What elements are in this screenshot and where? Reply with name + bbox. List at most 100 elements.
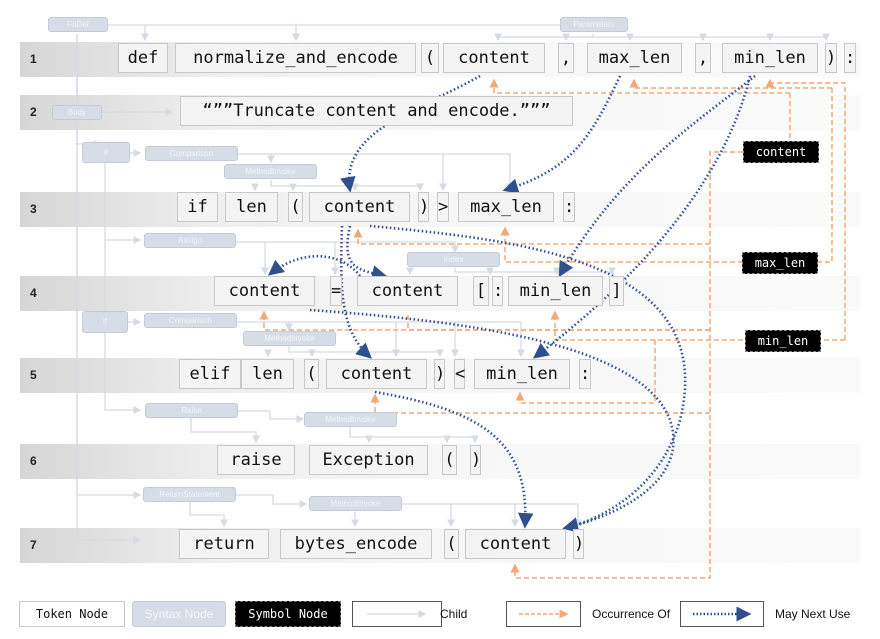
token-node[interactable]: < <box>454 359 465 389</box>
child-edge <box>107 16 594 26</box>
symbol-node-content[interactable]: content <box>743 141 819 163</box>
token-node[interactable]: ( <box>421 43 439 73</box>
child-edge <box>238 410 305 423</box>
token-node[interactable]: “””Truncate content and encode.””” <box>180 96 573 126</box>
occurrence-arrow-icon <box>519 609 569 619</box>
token-node[interactable]: ) <box>470 445 481 475</box>
token-node[interactable]: bytes_encode <box>280 529 432 559</box>
token-node[interactable]: ) <box>573 529 584 559</box>
occurrence-edge <box>629 78 832 89</box>
token-node[interactable]: ) <box>418 192 429 222</box>
child-edge <box>236 241 459 254</box>
occurrence-edge <box>500 226 743 263</box>
token-node[interactable]: : <box>844 43 856 73</box>
symbol-node-min-len[interactable]: min_len <box>745 330 821 352</box>
legend-child-label: Child <box>440 607 468 621</box>
occurrence-edge <box>407 312 710 331</box>
child-edge <box>454 267 616 276</box>
occurrence-edge <box>259 310 710 331</box>
next-use-arrow-icon <box>693 606 752 622</box>
token-node[interactable]: normalize_and_encode <box>175 43 416 73</box>
token-node[interactable]: : <box>563 192 575 222</box>
syntax-node-comparison: Comparison <box>144 313 237 328</box>
syntax-node-fndef: FnDef <box>48 17 108 32</box>
child-edge <box>630 33 774 42</box>
legend-next-use-swatch <box>680 601 764 627</box>
syntax-node-raise: Raise <box>145 403 238 418</box>
token-node[interactable]: : <box>492 276 503 306</box>
legend-syntax-node: Syntax Node <box>132 601 226 627</box>
token-node[interactable]: content <box>309 192 410 222</box>
child-edge <box>494 33 594 42</box>
token-node[interactable]: ( <box>304 359 319 389</box>
child-edge <box>498 33 634 42</box>
token-node[interactable]: , <box>695 43 711 73</box>
token-node[interactable]: min_len <box>474 359 570 389</box>
child-arrow-icon <box>367 610 427 618</box>
token-node[interactable]: min_len <box>722 43 818 73</box>
token-node[interactable]: raise <box>217 445 295 475</box>
next-use-edge <box>502 75 622 194</box>
line-number: 2 <box>30 105 37 119</box>
token-node[interactable]: max_len <box>458 192 554 222</box>
symbol-node-max-len[interactable]: max_len <box>742 252 818 274</box>
token-node[interactable]: ( <box>288 192 303 222</box>
token-node[interactable]: [ <box>473 276 489 306</box>
child-edge <box>190 418 260 444</box>
token-node[interactable]: ) <box>825 43 837 73</box>
token-node[interactable]: , <box>558 43 574 73</box>
syntax-node-if: if <box>82 311 128 333</box>
child-edge <box>400 503 582 528</box>
token-node[interactable]: content <box>357 276 458 306</box>
occurrence-edge <box>550 310 743 341</box>
child-edge <box>770 33 830 42</box>
child-edge <box>349 427 479 444</box>
token-node[interactable]: ] <box>609 276 624 306</box>
syntax-node-body: Body <box>52 105 102 120</box>
token-node[interactable]: def <box>118 43 168 73</box>
token-node[interactable]: > <box>437 192 449 222</box>
next-use-edge <box>340 74 481 193</box>
token-node[interactable]: content <box>214 276 315 306</box>
legend-next-use-label: May Next Use <box>775 607 851 621</box>
syntax-node-if: if <box>82 142 130 163</box>
token-node[interactable]: if <box>177 192 218 222</box>
token-node[interactable]: ( <box>444 529 459 559</box>
legend-token-node: Token Node <box>19 601 125 627</box>
syntax-node-comparison: Comparison <box>145 146 238 161</box>
syntax-node-methodinvoke: MethodInvoke <box>304 412 397 427</box>
legend-child-swatch <box>352 601 442 627</box>
occurrence-edge <box>353 228 710 245</box>
token-node[interactable]: content <box>326 359 427 389</box>
syntax-node-methodinvoke: MethodInvoke <box>243 331 336 346</box>
token-node[interactable]: ) <box>434 359 445 389</box>
syntax-node-assign: Assign <box>144 233 236 248</box>
token-node[interactable]: len <box>241 359 294 389</box>
next-use-edge <box>346 225 388 281</box>
token-node[interactable]: = <box>330 276 342 306</box>
token-node[interactable]: Exception <box>309 445 428 475</box>
token-node[interactable]: : <box>579 359 591 389</box>
token-node[interactable]: return <box>179 529 269 559</box>
child-edge <box>189 502 228 528</box>
token-node[interactable]: elif <box>179 359 241 389</box>
child-edge <box>236 494 308 508</box>
token-node[interactable]: max_len <box>587 43 682 73</box>
child-edge <box>270 180 424 192</box>
child-edge <box>288 346 444 358</box>
token-node[interactable]: content <box>465 529 566 559</box>
legend-symbol-node: Symbol Node <box>235 601 341 627</box>
token-node[interactable]: ( <box>442 445 457 475</box>
occurrence-edge <box>489 78 790 94</box>
token-node[interactable]: len <box>225 192 278 222</box>
next-use-edge <box>267 255 362 277</box>
syntax-node-parameters: Parameters <box>560 17 628 32</box>
syntax-node-returnstatement: ReturnStatement <box>143 487 236 502</box>
line-number: 3 <box>30 202 37 216</box>
line-number: 5 <box>30 368 37 382</box>
token-node[interactable]: min_len <box>508 276 603 306</box>
occurrence-edge <box>370 393 710 414</box>
line-band-6 <box>20 444 860 479</box>
legend-occurrence-label: Occurrence Of <box>592 607 671 621</box>
token-node[interactable]: content <box>443 43 545 73</box>
